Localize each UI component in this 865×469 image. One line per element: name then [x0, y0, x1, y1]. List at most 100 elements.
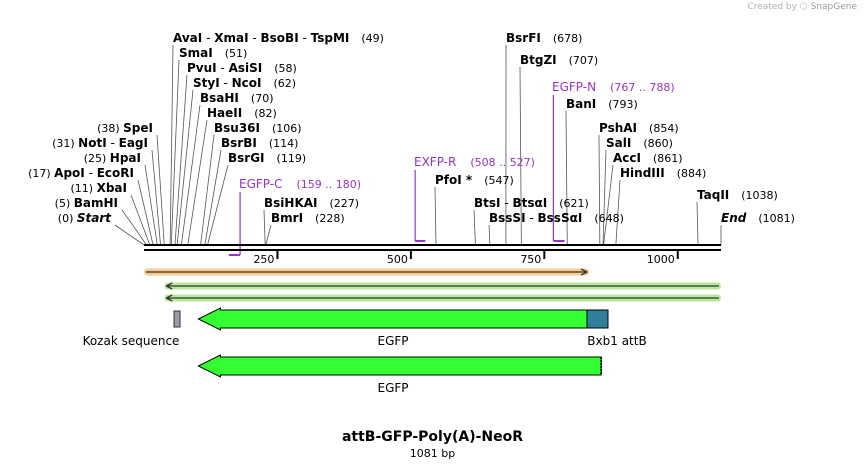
feature-label: EGFP — [377, 381, 408, 395]
sequence-map: AvaI - XmaI - BsoBI - TspMI(49)SmaI(51)P… — [28, 31, 795, 395]
site-position: (1081) — [758, 212, 795, 225]
feature-bxb1-attb-box[interactable] — [586, 309, 609, 329]
site-leader-line — [603, 164, 614, 246]
site-position: (793) — [608, 98, 638, 111]
site-name: - — [202, 31, 214, 45]
site-position: (860) — [643, 137, 673, 150]
site-leader-line — [169, 44, 174, 246]
site-position: (854) — [649, 122, 679, 135]
primer-label[interactable]: EXFP-R(508 .. 527) — [414, 155, 535, 169]
site-name: HpaI — [110, 151, 141, 165]
site-name: BtsI — [474, 196, 501, 210]
primer-label[interactable]: EGFP-N (767 .. 788) — [552, 80, 675, 94]
site-name: AvaI — [173, 31, 202, 45]
site-leader-line — [114, 224, 145, 246]
site-leader-line — [696, 201, 699, 246]
site-name: - — [107, 136, 119, 150]
site-name: AsiSI — [229, 61, 263, 75]
site-label-bsrfi[interactable]: BsrFI(678) — [506, 31, 582, 45]
site-name: BsaHI — [200, 91, 239, 105]
site-position: (114) — [269, 137, 299, 150]
site-label-noti[interactable]: (31) NotI - EagI — [52, 136, 148, 150]
site-name: HaeII — [207, 106, 242, 120]
site-position: (38) — [97, 122, 123, 135]
orf-arrowhead-icon — [165, 282, 173, 290]
site-leader-line — [207, 164, 229, 246]
site-leader-line — [174, 74, 188, 246]
site-label-xbai[interactable]: (11) XbaI — [71, 181, 127, 195]
site-name: Bsu36I — [214, 121, 260, 135]
orf-arrowhead-icon — [580, 268, 588, 276]
page-title: attB-GFP-Poly(A)-NeoR — [341, 429, 524, 445]
site-leader-line — [615, 179, 621, 246]
site-label-avai[interactable]: AvaI - XmaI - BsoBI - TspMI(49) — [173, 31, 384, 45]
orfs — [144, 268, 721, 302]
site-leader-line — [121, 209, 147, 246]
site-label-bsahi[interactable]: BsaHI (70) — [200, 91, 274, 105]
site-label-smai[interactable]: SmaI (51) — [179, 46, 247, 60]
site-leader-line — [488, 224, 491, 246]
site-leader-line — [473, 209, 476, 246]
site-label-hindiii[interactable]: HindIII(884) — [620, 166, 706, 180]
site-label-pvui[interactable]: PvuI - AsiSI(58) — [187, 61, 297, 75]
site-name: SalI — [606, 136, 631, 150]
site-label-acci[interactable]: AccI(861) — [613, 151, 683, 165]
site-name: BsiHKAI — [264, 196, 318, 210]
feature-label: EGFP — [377, 334, 408, 348]
site-leader-line — [602, 149, 607, 246]
primer-range: (767 .. 788) — [610, 81, 675, 94]
site-label-start[interactable]: (0) Start — [58, 211, 112, 225]
site-label-bsihkai[interactable]: BsiHKAI(227) — [264, 196, 359, 210]
site-label-apoi[interactable]: (17) ApoI - EcoRI — [28, 166, 134, 180]
site-leader-line — [130, 194, 151, 246]
site-label-btsi[interactable]: BtsI - BtsαI(621) — [474, 196, 589, 210]
site-name: - — [501, 196, 513, 210]
site-name: BsrBI — [221, 136, 257, 150]
site-name: ApoI — [54, 166, 85, 180]
site-name: - — [220, 76, 232, 90]
site-label-haeii[interactable]: HaeII(82) — [207, 106, 277, 120]
site-leader-line — [170, 59, 180, 246]
site-label-taqii[interactable]: TaqII(1038) — [697, 188, 778, 202]
axis-tick-label: 500 — [387, 253, 408, 266]
site-leader-line — [519, 66, 522, 246]
feature-egfp-arrow[interactable] — [197, 307, 602, 331]
site-position: (70) — [251, 92, 274, 105]
site-label-btgzi[interactable]: BtgZI(707) — [520, 53, 598, 67]
site-label-bsssi[interactable]: BssSI - BssSαI(648) — [489, 211, 624, 225]
site-label-bsu36i[interactable]: Bsu36I(106) — [214, 121, 302, 135]
site-name: - — [249, 31, 261, 45]
site-label-bsrgi[interactable]: BsrGI(119) — [228, 151, 306, 165]
site-label-end[interactable]: End(1081) — [721, 211, 795, 225]
site-name: - — [299, 31, 311, 45]
site-name: EcoRI — [97, 166, 134, 180]
feature-egfp-arrow-2[interactable] — [197, 354, 602, 378]
site-label-pfoi[interactable]: PfoI *(547) — [435, 173, 514, 187]
site-name: SmaI — [179, 46, 213, 60]
site-leader-line — [137, 179, 154, 246]
site-label-styi[interactable]: StyI - NcoI(62) — [193, 76, 296, 90]
site-label-bmri[interactable]: BmrI(228) — [271, 211, 345, 225]
site-name: PfoI * — [435, 173, 473, 187]
site-label-sali[interactable]: SalI (860) — [606, 136, 673, 150]
primer-label[interactable]: EGFP-C(159 .. 180) — [239, 177, 361, 191]
site-name: TaqII — [697, 188, 729, 202]
site-position: (51) — [225, 47, 248, 60]
site-label-bsrbi[interactable]: BsrBI (114) — [221, 136, 298, 150]
site-label-bamhi[interactable]: (5) BamHI — [55, 196, 118, 210]
site-label-spei[interactable]: (38) SpeI — [97, 121, 153, 135]
site-leader-line — [565, 110, 568, 246]
primer-name: EGFP-N — [552, 80, 596, 94]
site-position: (62) — [274, 77, 297, 90]
site-leader-line — [265, 224, 272, 246]
site-label-hpai[interactable]: (25) HpaI — [84, 151, 141, 165]
site-position: (707) — [569, 54, 599, 67]
site-position: (49) — [361, 32, 384, 45]
site-label-bani[interactable]: BanI(793) — [566, 97, 638, 111]
feature-kozak-box[interactable] — [173, 310, 181, 328]
site-leader-line — [598, 134, 601, 246]
primer-name: EGFP-C — [239, 177, 282, 191]
site-label-pshai[interactable]: PshAI(854) — [599, 121, 679, 135]
site-name: BsrFI — [506, 31, 541, 45]
site-leader-line — [263, 209, 266, 246]
